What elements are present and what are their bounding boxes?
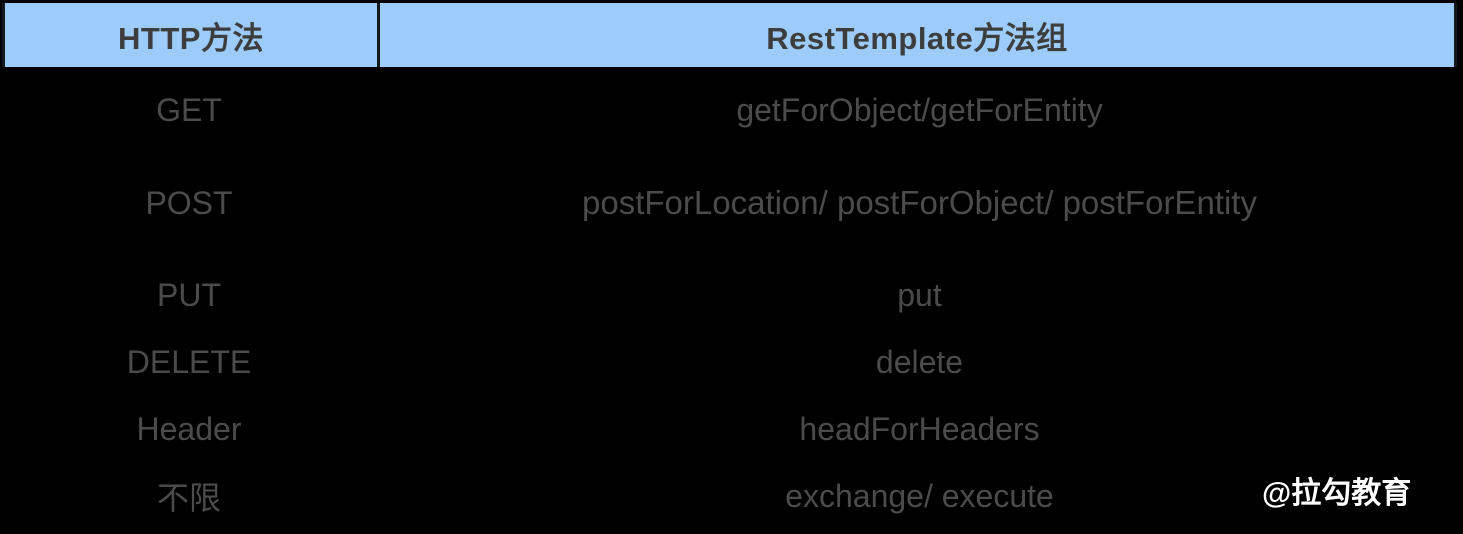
cell-http-method: PUT (157, 276, 221, 313)
table-row: 不限 exchange/ execute (0, 472, 1463, 520)
cell-http-method: 不限 (156, 480, 221, 516)
table-header-cell-api: RestTemplate方法组 (766, 20, 1068, 56)
cell-resttemplate-methods: getForObject/getForEntity (736, 91, 1103, 128)
cell-resttemplate-methods: postForLocation/ postForObject/ postForE… (582, 184, 1257, 221)
cell-http-method: POST (145, 184, 233, 221)
table-row: PUT put (0, 271, 1463, 319)
table-row: Header headForHeaders (0, 405, 1463, 453)
cell-http-method: GET (156, 91, 222, 128)
table-row: DELETE delete (0, 338, 1463, 386)
watermark: @拉勾教育 (1262, 477, 1412, 510)
cell-http-method: Header (136, 410, 242, 447)
cell-resttemplate-methods: delete (875, 343, 964, 380)
table-header-row: HTTP方法 RestTemplate方法组 (2, 3, 1457, 67)
table-header-cell-method: HTTP方法 (5, 3, 380, 67)
table-row: POST postForLocation/ postForObject/ pos… (0, 179, 1463, 227)
cell-resttemplate-methods: exchange/ execute (785, 477, 1054, 514)
cell-resttemplate-methods: put (897, 276, 942, 313)
cell-http-method: DELETE (126, 343, 252, 380)
cell-resttemplate-methods: headForHeaders (799, 410, 1040, 447)
table-row: GET getForObject/getForEntity (0, 86, 1463, 134)
